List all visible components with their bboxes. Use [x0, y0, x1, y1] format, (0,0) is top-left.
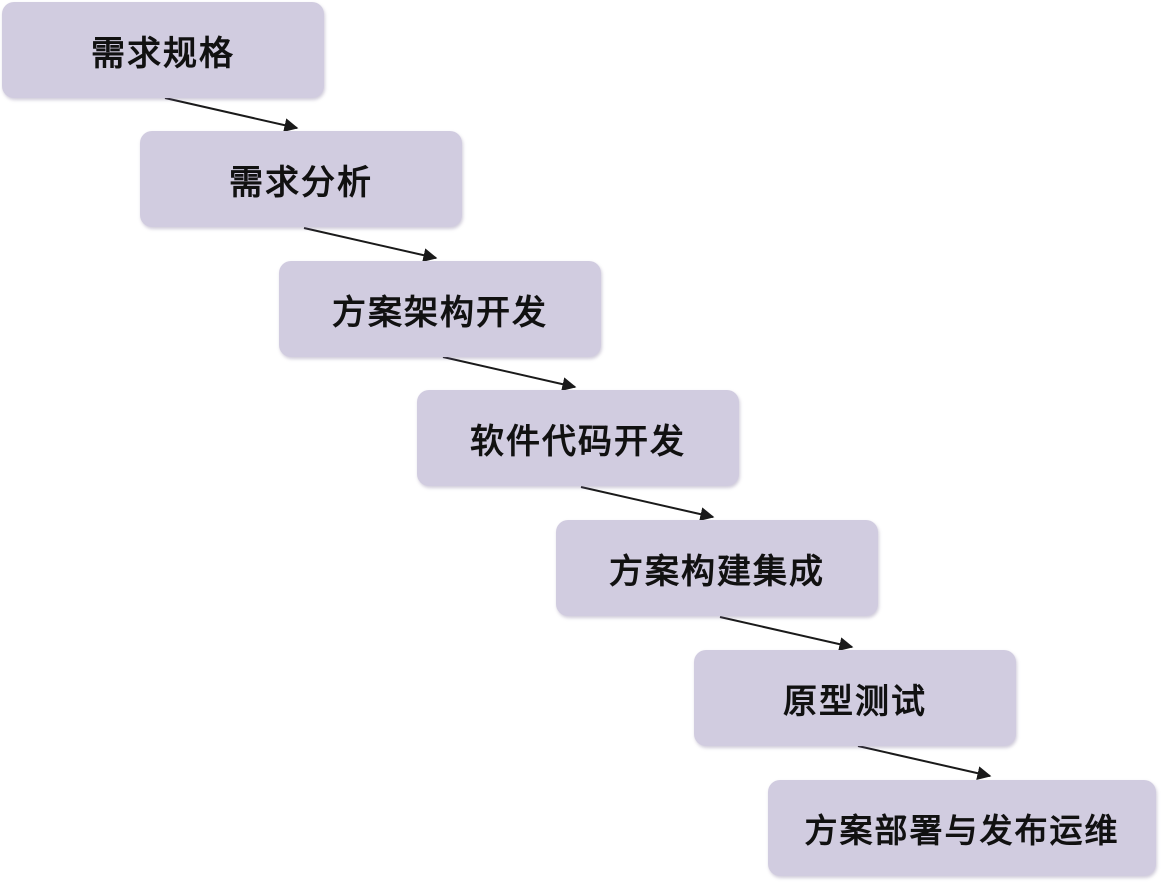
- step-build-integration: 方案构建集成: [556, 520, 878, 616]
- step-architecture-development: 方案架构开发: [279, 261, 601, 357]
- arrow-5: [719, 616, 854, 652]
- step-requirements-analysis: 需求分析: [140, 131, 462, 227]
- arrow-2: [303, 227, 438, 263]
- arrow-1: [164, 97, 299, 133]
- arrow-6: [857, 745, 992, 781]
- arrow-4: [580, 486, 715, 522]
- arrow-3: [442, 356, 577, 392]
- step-requirements-spec: 需求规格: [2, 2, 324, 98]
- step-prototype-testing: 原型测试: [694, 650, 1016, 746]
- step-software-coding: 软件代码开发: [417, 390, 739, 486]
- step-deployment-operations: 方案部署与发布运维: [768, 780, 1156, 876]
